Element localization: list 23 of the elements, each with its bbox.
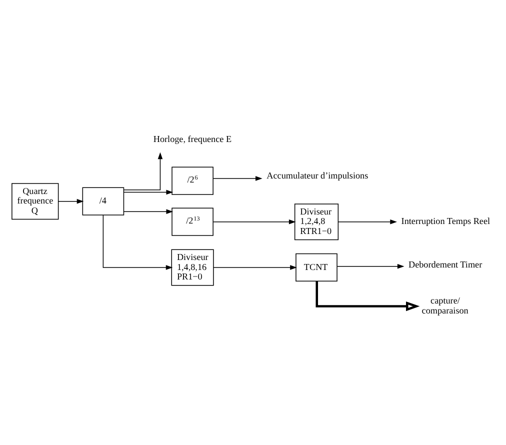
node-box: TCNT [296, 252, 338, 282]
node-box: Diviseur 1,4,8,16 PR1−0 [171, 248, 214, 286]
arrow [102, 214, 173, 270]
arrow [58, 198, 84, 204]
node-box: /2$^{6}$ [172, 166, 214, 194]
arrow [123, 152, 163, 190]
node-box: /2$^{13}$ [172, 207, 214, 236]
node-text: capture/ comparaison [422, 295, 468, 316]
arrow [124, 189, 174, 194]
arrow [212, 218, 296, 224]
node-box: Quartz frequence Q [12, 182, 59, 220]
arrow [336, 263, 404, 268]
node-box: Diviseur 1,2,4,8 RTR1−0 [294, 203, 339, 240]
arrow [124, 208, 174, 214]
arrow [338, 218, 397, 224]
node-text: Accumulateur d’impulsions [266, 170, 368, 180]
arrow [213, 264, 297, 270]
node-box: /4 [82, 186, 124, 215]
arrow [316, 280, 420, 311]
node-text: Debordement Timer [408, 259, 482, 270]
node-text: Horloge, frequence E [153, 134, 232, 144]
arrow [212, 176, 262, 180]
node-text: Interruption Temps Reel [401, 216, 490, 226]
